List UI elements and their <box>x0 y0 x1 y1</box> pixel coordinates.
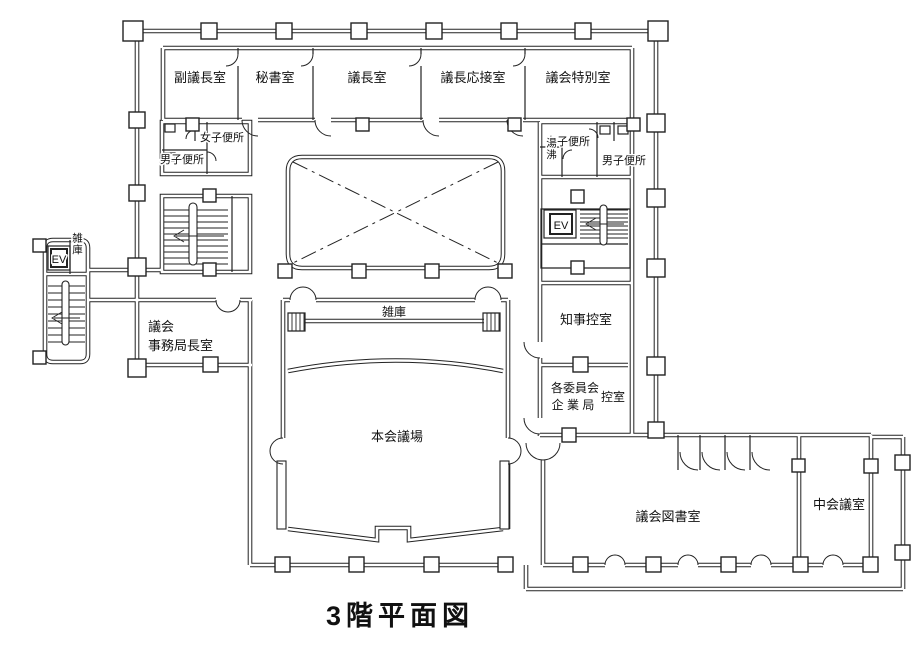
stairs-mini-storage <box>291 313 500 331</box>
label-room-assembly-special: 議会特別室 <box>545 70 610 85</box>
label-waiting-room: 控室 <box>601 389 625 404</box>
elevator-left <box>47 245 71 271</box>
elevator-right <box>543 209 577 239</box>
label-storage-center: 雑庫 <box>382 304 406 319</box>
label-storage-left: 雑庫 <box>71 232 83 256</box>
stairs-left-main <box>164 202 228 266</box>
label-room-secretary: 秘書室 <box>255 70 294 85</box>
label-kitchenette: 湯沸 <box>545 138 557 161</box>
label-library: 議会図書室 <box>635 509 700 524</box>
label-toilet-women-left: 女子便所 <box>200 130 244 144</box>
label-toilet-men-right: 男子便所 <box>602 154 646 167</box>
label-room-chair-reception: 議長応接室 <box>440 70 505 85</box>
label-toilet-men-left: 男子便所 <box>160 153 204 166</box>
walls-partitions <box>69 48 751 530</box>
label-governor-waiting: 知事控室 <box>560 312 612 327</box>
atrium-void-cross <box>292 161 499 264</box>
label-room-vice-chair: 副議長室 <box>174 70 226 85</box>
label-toilet-women-right: 女子便所 <box>546 134 590 148</box>
label-committees-line2: 企 業 局 <box>552 397 595 412</box>
room-labels: 副議長室 秘書室 議長室 議長応接室 議会特別室 女子便所 男子便所 女子便所 … <box>50 69 866 526</box>
label-elevator-left: EV <box>52 254 67 266</box>
label-committees-line1: 各委員会 <box>551 380 599 395</box>
drawing-title: 3階平面図 <box>326 601 474 631</box>
chamber-pilaster-left <box>276 460 287 530</box>
stairs-right <box>580 204 628 246</box>
walls-double <box>42 28 906 592</box>
stairs-west-annex <box>48 280 85 346</box>
chamber-pilaster-right <box>499 460 510 530</box>
label-office-line2: 事務局長室 <box>148 338 213 353</box>
label-room-chair: 議長室 <box>347 70 386 85</box>
label-elevator-right: EV <box>554 220 569 232</box>
structural-columns <box>32 20 911 573</box>
label-office-line1: 議会 <box>148 319 174 334</box>
door-arcs <box>185 53 844 566</box>
label-main-chamber: 本会議場 <box>371 429 423 444</box>
label-medium-conference: 中会議室 <box>813 497 865 512</box>
